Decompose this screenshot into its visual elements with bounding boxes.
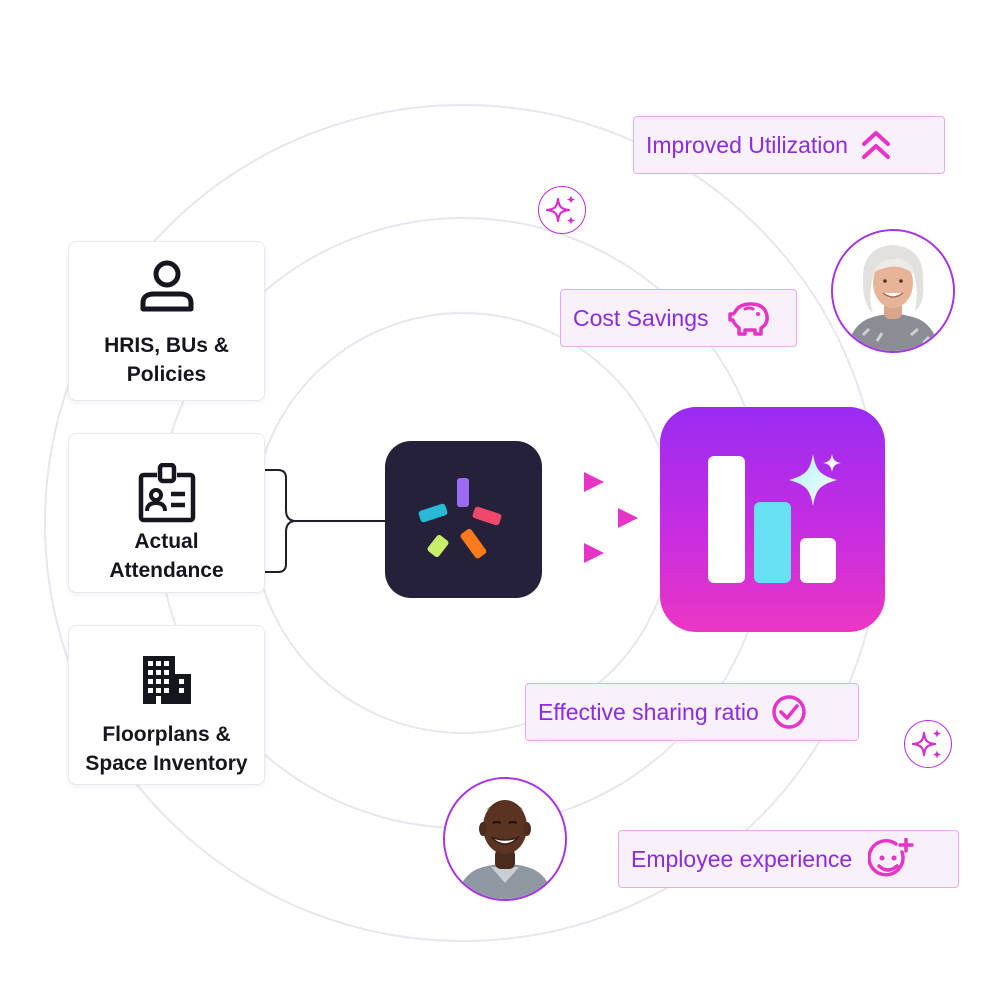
sparkle-badge-top <box>538 186 586 234</box>
outcome-label: Cost Savings <box>573 304 709 331</box>
outcome-cost-savings: Cost Savings <box>560 289 797 347</box>
sparkles-icon <box>911 729 942 759</box>
source-label-hris: HRIS, BUs & Policies <box>104 334 229 386</box>
double-chevron-up-icon <box>861 131 890 159</box>
arrow-bottom <box>543 543 604 563</box>
sparkles-icon <box>545 195 576 225</box>
building-icon <box>142 656 191 704</box>
portrait-woman-illustration <box>833 231 953 351</box>
outcome-effective-sharing-ratio: Effective sharing ratio <box>525 683 859 741</box>
person-icon <box>140 260 193 312</box>
source-label-floorplans: Floorplans & Space Inventory <box>85 723 248 775</box>
arrow-middle <box>543 508 638 528</box>
source-label-attendance: Actual Attendance <box>109 530 224 582</box>
hub-logo-tile <box>385 441 542 598</box>
check-circle-icon <box>772 695 806 729</box>
outcome-label: Employee experience <box>631 845 853 872</box>
avatar-man <box>443 777 567 901</box>
sparkle-badge-right <box>904 720 952 768</box>
analytics-app-tile <box>660 407 885 632</box>
source-card-attendance: Actual Attendance <box>68 433 265 593</box>
bar-chart-sparkle-icon <box>708 454 841 583</box>
smiley-plus-icon <box>868 838 914 877</box>
outcome-label: Improved Utilization <box>646 131 848 158</box>
pinwheel-logo-icon <box>418 478 502 559</box>
outcome-employee-experience: Employee experience <box>618 830 959 888</box>
portrait-man-illustration <box>445 779 565 899</box>
source-card-hris: HRIS, BUs & Policies <box>68 241 265 401</box>
id-badge-icon <box>138 463 195 523</box>
source-card-floorplans: Floorplans & Space Inventory <box>68 625 265 785</box>
avatar-older-woman <box>831 229 955 353</box>
outcome-label: Effective sharing ratio <box>538 698 759 725</box>
arrow-top <box>543 472 604 492</box>
outcome-improved-utilization: Improved Utilization <box>633 116 945 174</box>
piggy-bank-icon <box>727 302 769 336</box>
